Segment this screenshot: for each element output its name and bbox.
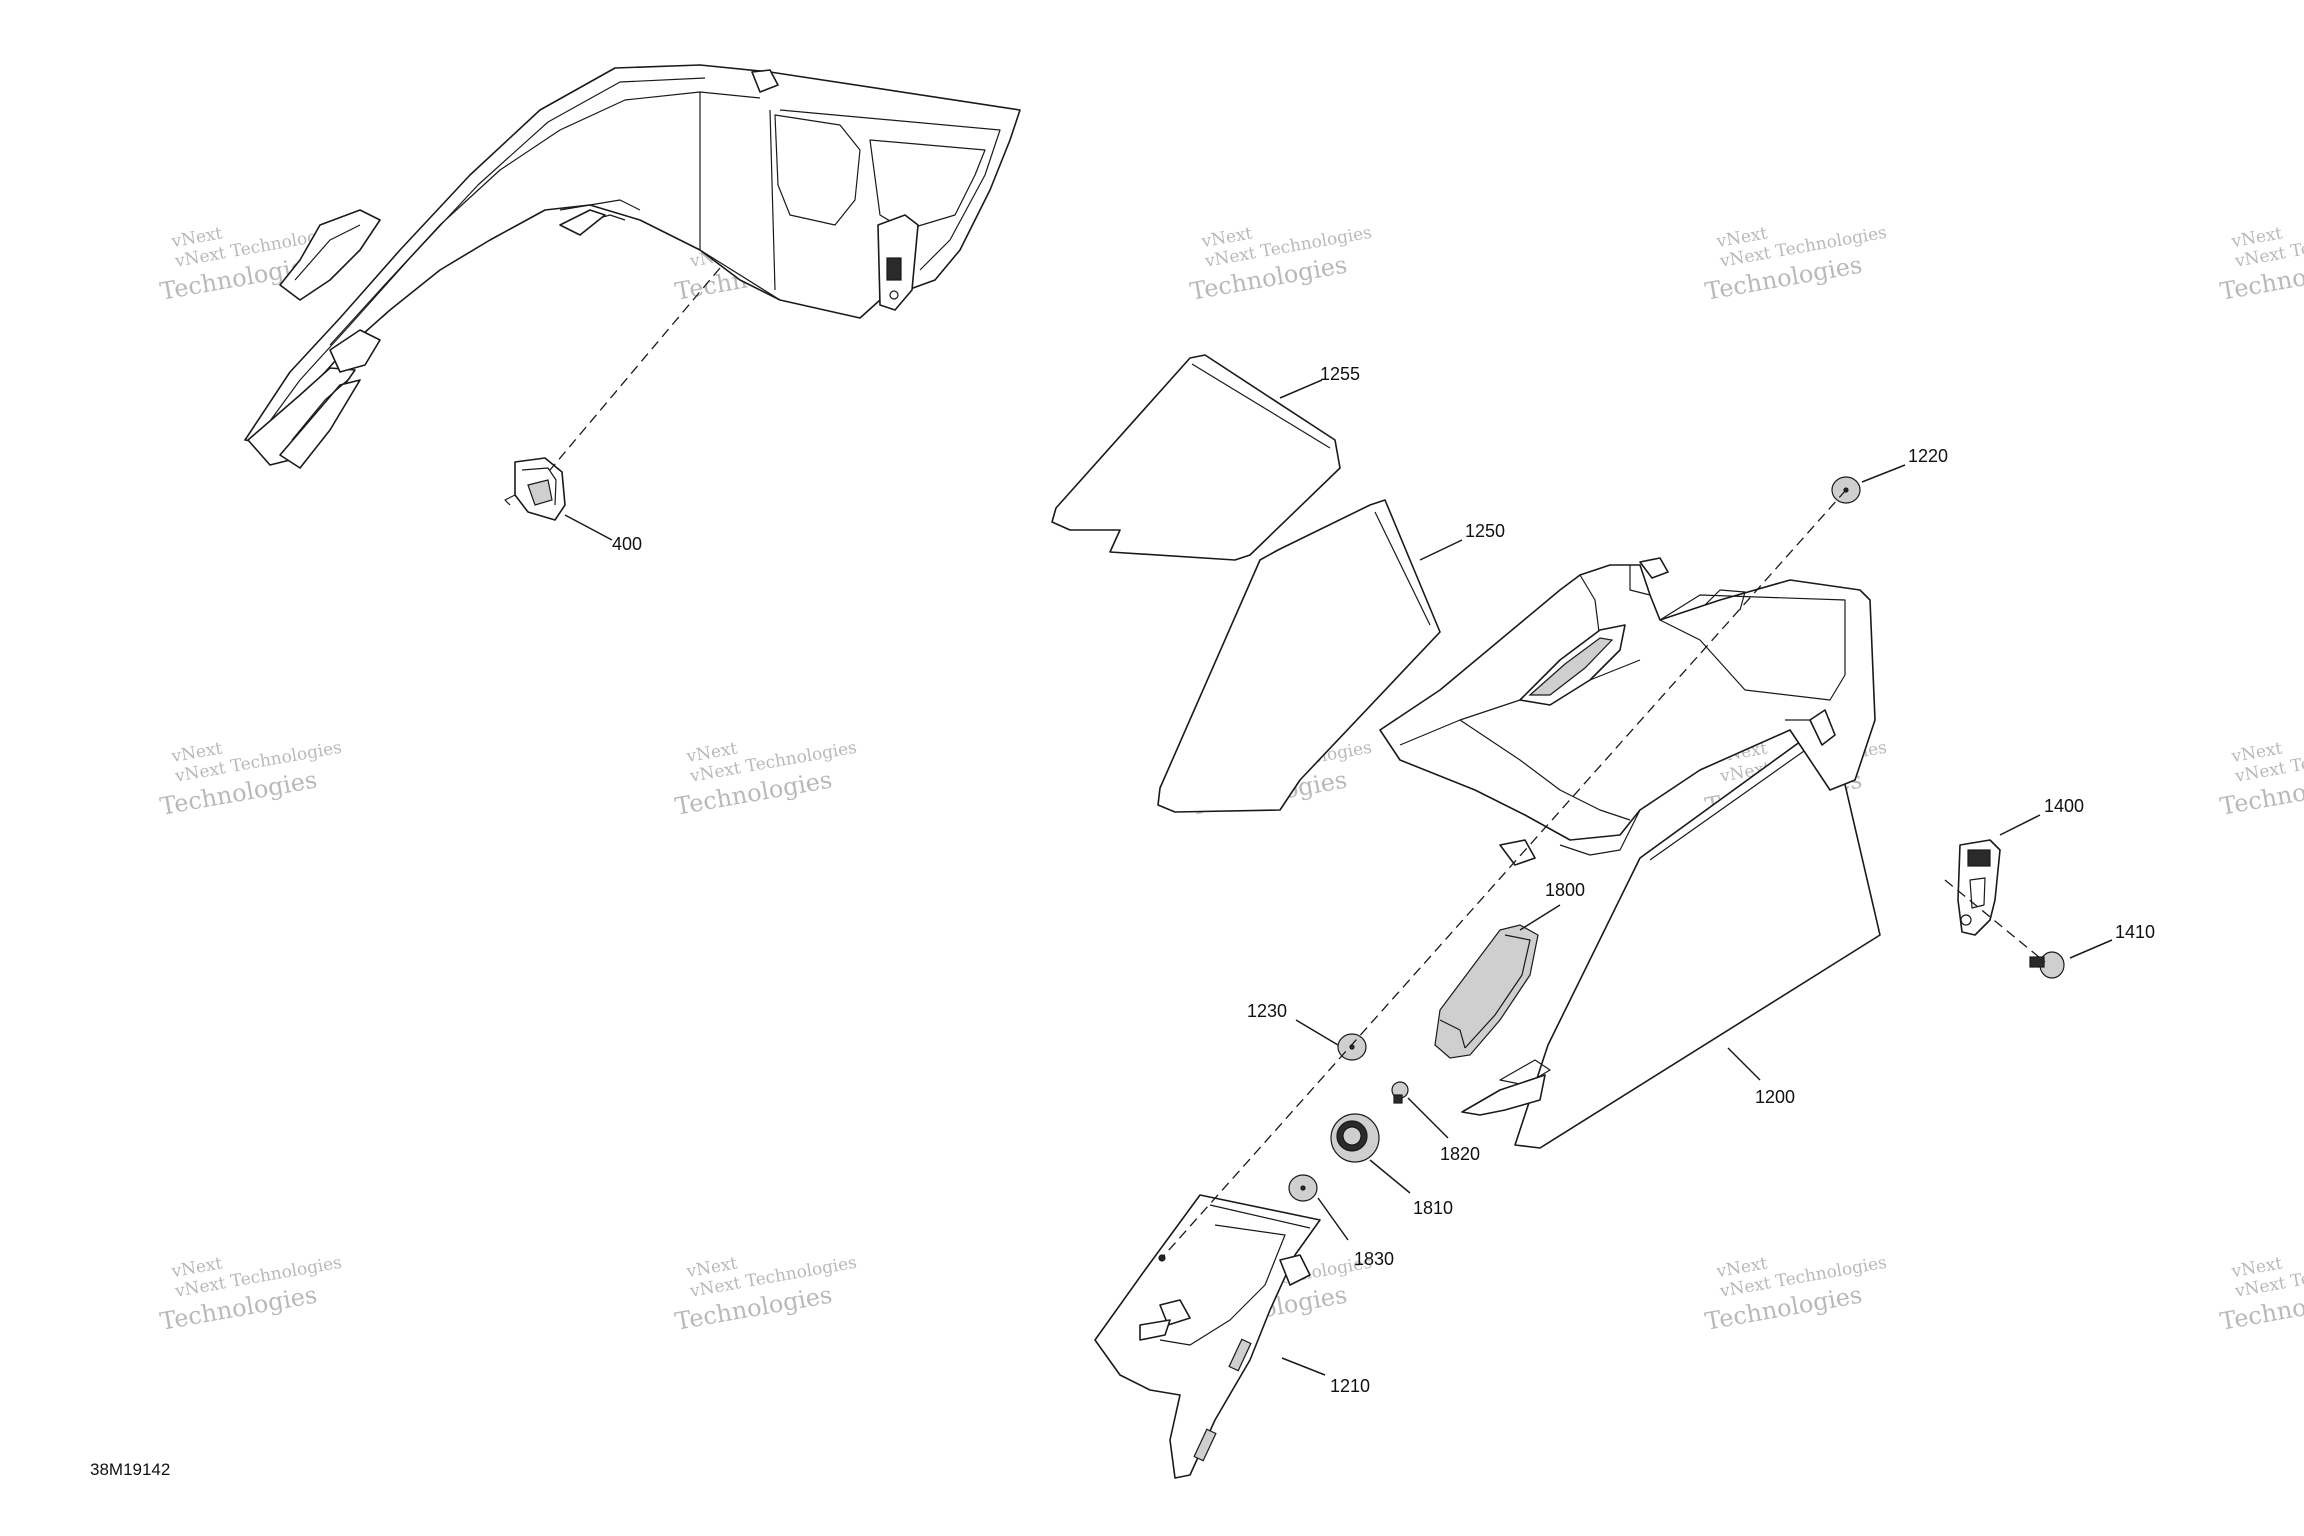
part-1410-rivet — [2029, 951, 2065, 979]
callout-1250: 1250 — [1465, 521, 1505, 541]
watermark: vNext vNext Technologies Technologies — [673, 1253, 858, 1336]
part-1800-insert — [1434, 924, 1539, 1059]
watermark: vNext vNext Technologies Technologies — [1703, 1253, 1888, 1336]
part-1400-latch — [1957, 839, 2001, 936]
watermark: vNext vNext Technologies Technologies — [673, 738, 858, 821]
callout-1800: 1800 — [1545, 880, 1585, 900]
callout-1820: 1820 — [1440, 1144, 1480, 1164]
watermark: vNext vNext Technologies Technologies — [1188, 223, 1373, 306]
callout-400: 400 — [612, 534, 642, 554]
callout-labels: 400 1255 1250 1220 1400 1410 1800 1230 1… — [612, 364, 2155, 1396]
part-1255-insulation-panel — [1051, 354, 1341, 561]
part-1830-washer — [1288, 1174, 1318, 1202]
part-1230-washer — [1337, 1033, 1367, 1061]
callout-1230: 1230 — [1247, 1001, 1287, 1021]
part-1250-side-panel — [1157, 499, 1441, 813]
watermark: vNext vNext Technologies Technologies — [2218, 1253, 2304, 1336]
part-1810-grommet — [1330, 1113, 1380, 1163]
callout-1810: 1810 — [1413, 1198, 1453, 1218]
part-400-clip — [504, 457, 566, 521]
callout-1400: 1400 — [2044, 796, 2084, 816]
callout-1200: 1200 — [1755, 1087, 1795, 1107]
callout-1410: 1410 — [2115, 922, 2155, 942]
callout-1210: 1210 — [1330, 1376, 1370, 1396]
assembly-lines — [549, 267, 2046, 1261]
leader-lines — [564, 379, 2113, 1376]
watermark: vNext vNext Technologies Technologies — [158, 738, 343, 821]
watermark: vNext vNext Technologies Technologies — [1703, 223, 1888, 306]
watermark: vNext vNext Technologies Technologies — [2218, 738, 2304, 821]
callout-1220: 1220 — [1908, 446, 1948, 466]
figure-reference-number: 38M19142 — [90, 1460, 170, 1479]
part-1200-body-panel — [1379, 557, 1881, 1149]
part-1210-lower-panel — [1094, 1194, 1321, 1479]
watermark: vNext vNext Technologies Technologies — [158, 1253, 343, 1336]
callout-1255: 1255 — [1320, 364, 1360, 384]
callout-1830: 1830 — [1354, 1249, 1394, 1269]
watermark: vNext vNext Technologies Technologies — [2218, 223, 2304, 306]
upper-body-assembly — [244, 64, 1021, 469]
part-1820-screw — [1391, 1081, 1409, 1104]
